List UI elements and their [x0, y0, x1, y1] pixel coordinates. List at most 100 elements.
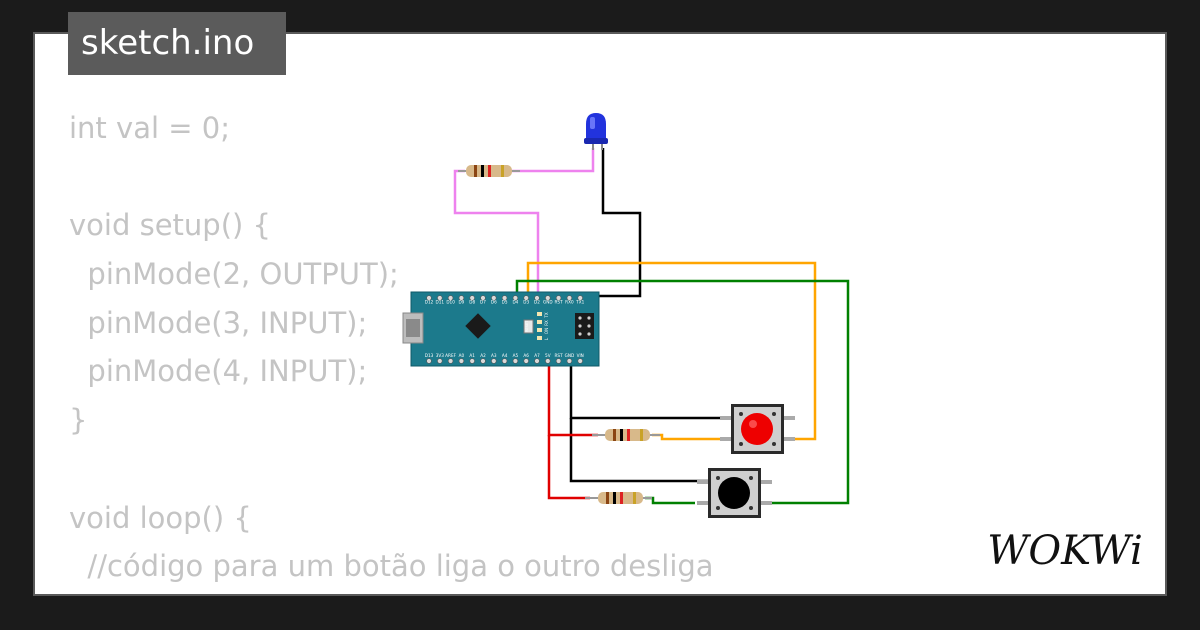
pin-label: D4 [512, 300, 518, 305]
pin-label: A1 [469, 353, 475, 358]
pin-label: A2 [480, 353, 486, 358]
code-line: pinMode(2, OUTPUT); [69, 257, 399, 292]
header-pin[interactable] [501, 295, 508, 301]
pin-label: A4 [502, 353, 508, 358]
header-pin[interactable] [469, 358, 475, 364]
top-header-pins [426, 295, 583, 301]
header-pin[interactable] [480, 295, 486, 301]
wire-orange [526, 261, 817, 441]
pin-label: RST [555, 353, 564, 358]
side-label: TX [544, 312, 549, 318]
code-line: int val = 0; [69, 111, 230, 145]
pin-label: D9 [458, 300, 464, 305]
header-pin[interactable] [523, 295, 529, 301]
pin-label: D10 [446, 300, 455, 305]
header-pin[interactable] [545, 358, 551, 364]
header-pin[interactable] [577, 295, 583, 301]
pin-label: VIN [577, 353, 584, 358]
wire-green [515, 279, 850, 505]
header-pin[interactable] [458, 295, 465, 301]
code-line: pinMode(4, INPUT); [69, 354, 368, 389]
pin-label: RST [555, 300, 564, 305]
pin-label: D7 [480, 300, 486, 305]
wokwi-logo: WOKWi [987, 528, 1143, 574]
pin-label: GND [565, 353, 575, 358]
header-pin[interactable] [512, 358, 519, 364]
header-pin[interactable] [545, 295, 551, 301]
header-pin[interactable] [447, 295, 454, 301]
led[interactable] [584, 113, 608, 150]
header-pin[interactable] [555, 295, 562, 301]
pin-label: D6 [491, 300, 497, 305]
pin-label: D8 [469, 300, 475, 305]
reset-label: RESET [525, 320, 529, 332]
header-pin[interactable] [480, 358, 486, 364]
header-pin[interactable] [447, 358, 454, 364]
side-label: RX [544, 320, 549, 326]
header-pin[interactable] [491, 358, 497, 364]
pin-label: A7 [534, 353, 540, 358]
wire-pink-led [512, 148, 595, 173]
wire-orange-resistor [652, 433, 722, 441]
wire-pink [453, 169, 540, 296]
header-pin[interactable] [577, 358, 583, 364]
header-pin[interactable] [491, 295, 497, 301]
code-line: void loop() { [69, 500, 252, 535]
pin-label: RX0 [565, 300, 574, 305]
wire-black-led [546, 148, 642, 298]
wire-green-resistor [645, 496, 695, 505]
side-label: L [544, 337, 549, 340]
header-pin[interactable] [426, 358, 432, 364]
pin-label: D12 [425, 300, 434, 305]
header-pin[interactable] [458, 358, 465, 364]
header-pin[interactable] [523, 358, 529, 364]
resistor-led[interactable] [458, 165, 520, 177]
file-name-tab[interactable]: sketch.ino [68, 12, 286, 75]
wokwi-wordmark: WOKWi [987, 528, 1143, 574]
header-pin[interactable] [555, 358, 562, 364]
wire-black-button [569, 360, 722, 420]
code-line: void setup() { [69, 208, 271, 243]
header-pin[interactable] [501, 358, 508, 364]
header-pin[interactable] [469, 295, 475, 301]
header-pin[interactable] [512, 295, 519, 301]
code-line: pinMode(3, INPUT); [69, 305, 368, 340]
code-preview: int val = 0; void setup() { pinMode(2, OU… [69, 104, 714, 594]
pin-label: GND [543, 300, 553, 305]
pin-label: 5V [545, 353, 551, 358]
side-label: ON [544, 328, 549, 334]
header-pin[interactable] [426, 295, 432, 301]
code-line: } [69, 403, 88, 438]
code-line: //código para um botão liga o outro desl… [69, 549, 714, 584]
pin-label: D3 [523, 300, 529, 305]
pin-label: D11 [436, 300, 445, 305]
wire-red [547, 360, 598, 437]
pin-label: D13 [425, 353, 434, 358]
bottom-header-pins [426, 358, 583, 364]
pin-label: AREF [445, 353, 456, 358]
wire-red2 [547, 435, 590, 500]
header-pin[interactable] [437, 295, 443, 301]
resistor-black-button[interactable] [585, 492, 652, 504]
pin-label: A0 [459, 353, 465, 358]
header-pin[interactable] [566, 295, 573, 301]
header-pin[interactable] [566, 358, 573, 364]
resistor-red-button[interactable] [592, 429, 660, 441]
header-pin[interactable] [534, 358, 540, 364]
header-pin[interactable] [534, 295, 540, 301]
pin-label: D2 [534, 300, 540, 305]
pin-label: A6 [523, 353, 529, 358]
pin-label: 3V3 [436, 353, 445, 358]
side-labels: TX RX ON L [544, 312, 549, 340]
pin-label: TX1 [575, 300, 584, 305]
pin-label: A3 [491, 353, 497, 358]
pin-label: D5 [502, 300, 508, 305]
pushbutton-red[interactable] [720, 404, 795, 454]
header-pin[interactable] [437, 358, 443, 364]
pushbutton-black[interactable] [697, 468, 772, 518]
wire-black-button2 [569, 418, 710, 483]
